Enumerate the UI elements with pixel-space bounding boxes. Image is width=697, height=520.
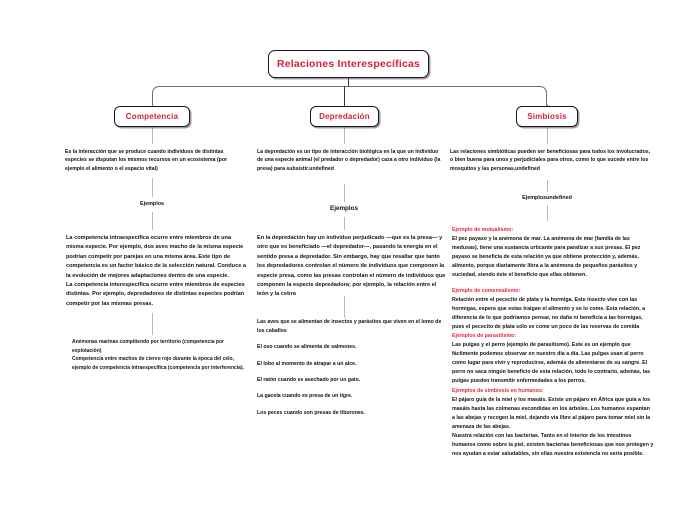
section-heading-parasitismo: Ejemplos de parasitismo: — [452, 332, 517, 339]
list-item: La gacela cuando es presa de un tigre. — [257, 393, 353, 400]
connector-competencia-to-ejemplos — [152, 178, 153, 197]
section-heading-humanos: Ejemplos de simbiosis en humanos: — [452, 387, 544, 394]
connector-drop-depredacion — [344, 86, 345, 107]
list-item: El ratón cuando es asechado por un gato. — [257, 376, 361, 383]
example-list-depredacion: Las aves que se alimentan de insectos y … — [257, 318, 447, 425]
section-body-parasitismo: Las pulgas y el perro (ejemplo de parasi… — [452, 341, 652, 385]
section-body-humanos: El pájaro guía de la miel y los masáis. … — [452, 396, 654, 458]
branch-node-simbiosis[interactable]: Simbiosis — [516, 106, 578, 127]
list-item: Los peces cuando son presas de tiburones… — [257, 409, 366, 416]
connector-depredacion-to-ejemplos — [344, 184, 345, 202]
connector-simbiosis-to-ejemplos — [547, 180, 548, 192]
connector-ejemplos-to-detail-competencia — [152, 212, 153, 230]
section-body-comensalismo: Relación entre el pececito de plata y la… — [452, 296, 647, 330]
section-list-simbiosis: Ejemplo de mutualismo: El pez payaso y l… — [452, 226, 654, 459]
description-competencia: Es la interacción que se produce cuando … — [65, 149, 229, 172]
connector-root-stem — [348, 78, 349, 87]
detail-competencia: La competencia intraespecífica ocurre en… — [66, 235, 246, 307]
connector-competencia-to-description — [152, 127, 153, 144]
list-item: El lobo al momento de atrapar a un alce. — [257, 360, 357, 367]
label-ejemplos-competencia: Ejemplos — [140, 201, 164, 207]
connector-ejemplos-to-detail-depredacion — [344, 217, 345, 230]
list-item: El oso cuando se alimenta de salmones. — [257, 344, 357, 351]
label-ejemplos-simbiosis: Ejemplosundefined — [522, 195, 572, 201]
root-node[interactable]: Relaciones Interespecíficas — [268, 50, 429, 78]
detail-depredacion: En la depredación hay un individuo perju… — [257, 235, 447, 298]
section-body-mutualismo: El pez payaso y la anémona de mar. La an… — [452, 236, 642, 279]
connector-bus — [152, 86, 547, 106]
section-heading-comensalismo: Ejemplo de comensalismo: — [452, 287, 521, 294]
description-depredacion: La depredación es un tipo de interacción… — [257, 149, 442, 172]
connector-detail-to-list-depredacion — [344, 296, 345, 318]
note-competencia: Anémonas marinas compitiendo por territo… — [72, 339, 244, 371]
description-simbiosis: Las relaciones simbióticas pueden ser be… — [450, 149, 652, 172]
section-heading-mutualismo: Ejemplo de mutualismo: — [452, 227, 514, 233]
root-node-label: Relaciones Interespecíficas — [276, 58, 421, 70]
label-ejemplos-depredacion: Ejemplos — [330, 205, 358, 212]
connector-detail-to-note-competencia — [152, 313, 153, 335]
connector-simbiosis-to-description — [547, 127, 548, 144]
branch-node-depredacion[interactable]: Depredación — [310, 106, 379, 127]
branch-node-competencia[interactable]: Competencia — [114, 106, 190, 127]
connector-depredacion-to-description — [344, 127, 345, 144]
list-item: Las aves que se alimentan de insectos y … — [257, 319, 442, 334]
branch-node-depredacion-label: Depredación — [319, 112, 370, 121]
branch-node-simbiosis-label: Simbiosis — [527, 112, 567, 121]
branch-node-competencia-label: Competencia — [125, 112, 179, 121]
connector-ejemplos-to-detail-simbiosis — [547, 205, 548, 221]
